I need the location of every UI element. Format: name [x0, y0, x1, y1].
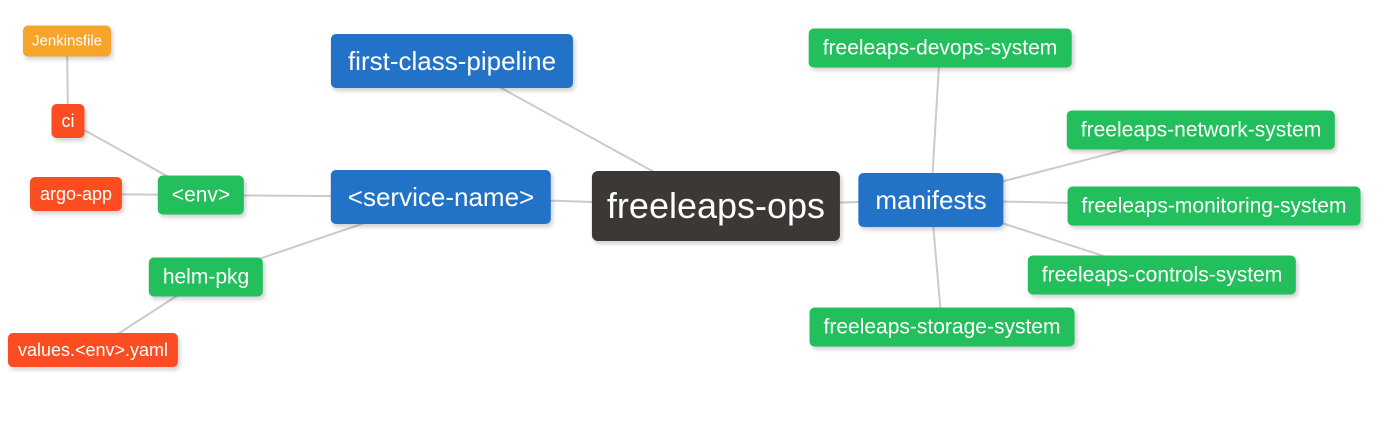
mindmap-node-helm-pkg[interactable]: helm-pkg	[148, 257, 264, 297]
mindmap-node-first-class-pipeline[interactable]: first-class-pipeline	[330, 34, 574, 88]
mindmap-node-env[interactable]: <env>	[157, 175, 245, 215]
mindmap-node-jenkinsfile[interactable]: Jenkinsfile	[22, 25, 112, 57]
mindmap-node-monitoring-system[interactable]: freeleaps-monitoring-system	[1067, 186, 1361, 226]
mindmap-node-network-system[interactable]: freeleaps-network-system	[1066, 110, 1336, 150]
mindmap-node-manifests[interactable]: manifests	[858, 173, 1004, 227]
mindmap-node-argo-app[interactable]: argo-app	[29, 177, 123, 211]
mindmap-node-devops-system[interactable]: freeleaps-devops-system	[808, 28, 1072, 68]
mindmap-node-service-name[interactable]: <service-name>	[330, 170, 552, 224]
mindmap-node-ci[interactable]: ci	[51, 104, 85, 138]
mindmap-node-root[interactable]: freeleaps-ops	[591, 171, 841, 241]
mindmap-node-values-env-yaml[interactable]: values.<env>.yaml	[7, 333, 179, 367]
mindmap-node-storage-system[interactable]: freeleaps-storage-system	[809, 307, 1075, 347]
mindmap-node-controls-system[interactable]: freeleaps-controls-system	[1027, 255, 1297, 295]
